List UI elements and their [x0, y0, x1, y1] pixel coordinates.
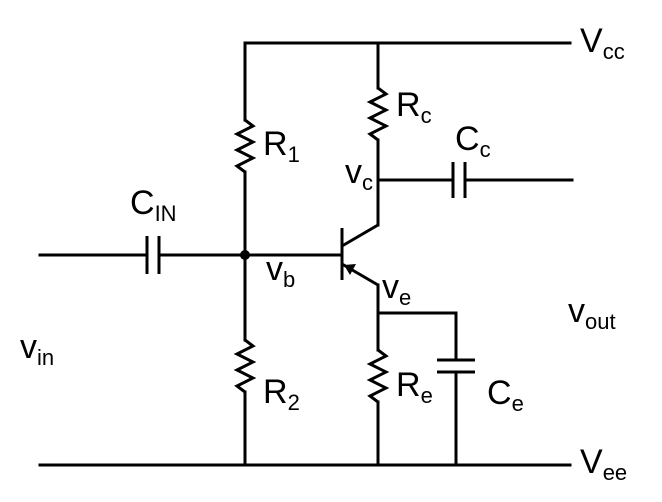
vin-label: vin [20, 328, 54, 370]
cc-label: Cc [455, 120, 491, 162]
rc-resistor [366, 41, 390, 227]
re-label: Re [396, 366, 433, 408]
vb-label: vb [266, 250, 295, 292]
base-node-dot [240, 250, 250, 260]
ve-label: ve [382, 268, 411, 310]
r2-resistor [233, 253, 257, 467]
cin-capacitor [145, 236, 161, 274]
ce-label: Ce [487, 374, 524, 416]
vee-label: Vee [580, 443, 627, 485]
ce-capacitor [437, 311, 475, 467]
rc-label: Rc [396, 86, 432, 128]
r2-label: R2 [263, 373, 300, 415]
r1-resistor [233, 41, 257, 257]
vout-label: vout [568, 292, 616, 334]
r1-label: R1 [263, 125, 300, 167]
vcc-label: Vcc [580, 22, 625, 64]
bjt-transistor [340, 223, 379, 287]
cin-label: CIN [130, 184, 177, 226]
re-resistor [366, 311, 390, 467]
vc-label: vc [345, 153, 373, 195]
cc-capacitor [451, 162, 467, 198]
